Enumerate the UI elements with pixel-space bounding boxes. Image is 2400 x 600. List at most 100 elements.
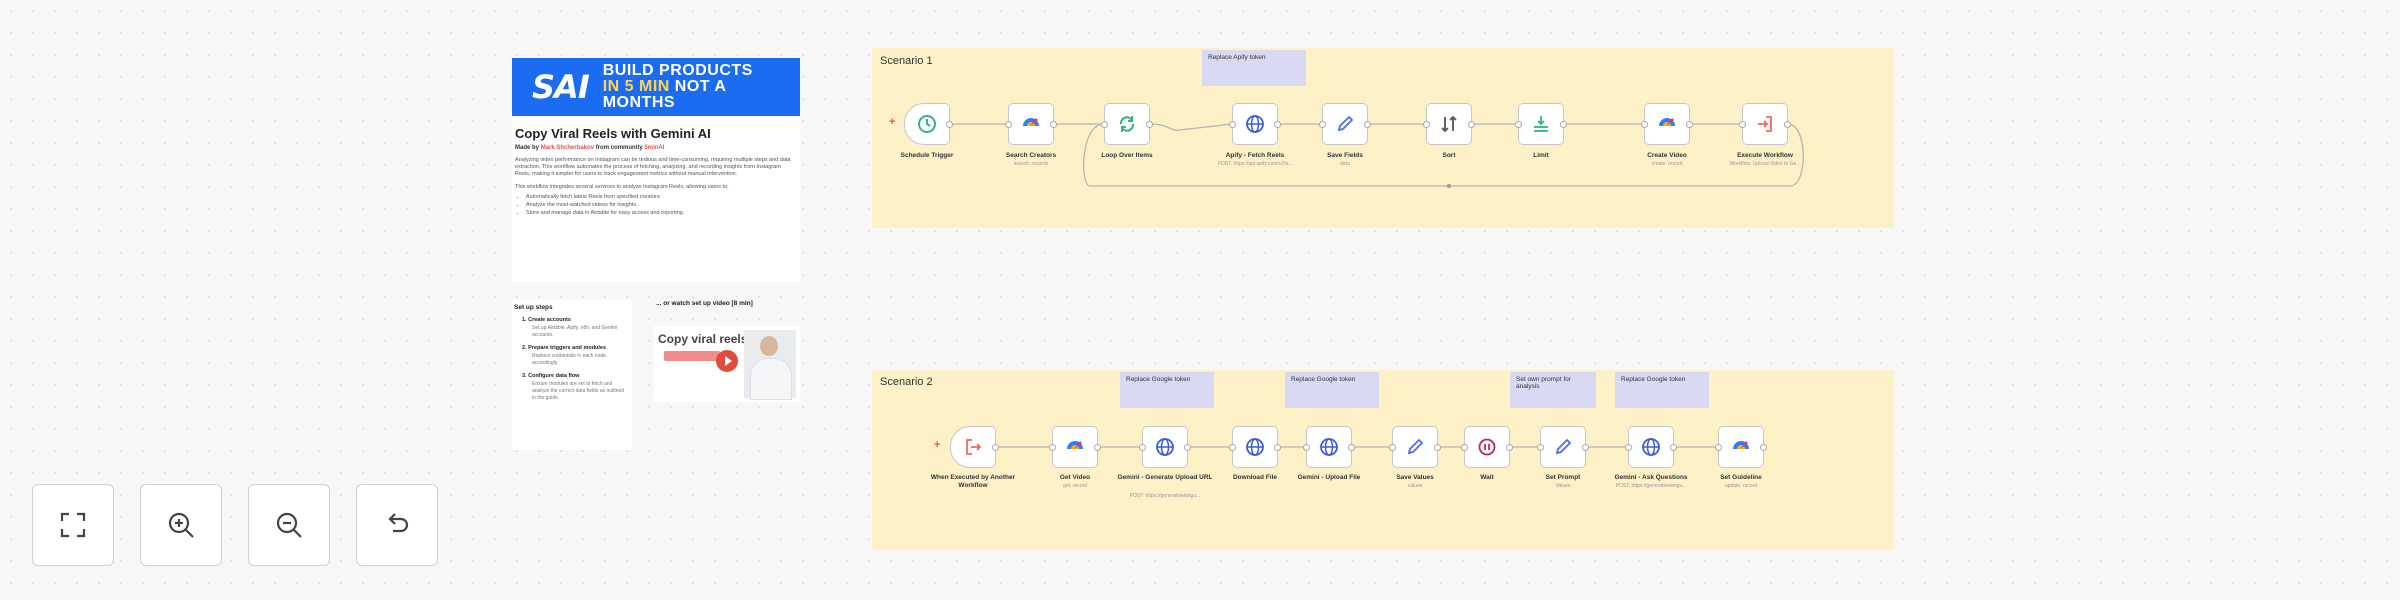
node-subtitle: create: record [1651, 161, 1683, 167]
node-label: Execute Workflow [1737, 152, 1793, 159]
node-label: Save Fields [1327, 152, 1363, 159]
node-when-executed[interactable] [950, 426, 999, 468]
node-search-creators[interactable] [1005, 103, 1057, 145]
promo-banner: SAI BUILD PRODUCTS IN 5 MIN NOT A MONTHS [512, 58, 800, 116]
node-label: Wait [1480, 474, 1494, 481]
undo-icon [388, 513, 409, 533]
sticky-note[interactable]: Replace Google token [1285, 372, 1379, 408]
globe-icon [1246, 115, 1264, 133]
node-subtitle: POST: https://generativelangu... [1615, 483, 1687, 489]
scenario-2-label: Scenario 2 [880, 376, 933, 388]
pencil-icon [1337, 115, 1354, 132]
node-label: When Executed by Another Workflow [930, 474, 1016, 489]
sticky-note[interactable]: Replace Apify token [1202, 50, 1306, 86]
node-label: Set Prompt [1545, 474, 1581, 481]
node-label: Loop Over Items [1101, 152, 1153, 159]
video-thumb-tag [664, 351, 720, 361]
clock-icon [918, 115, 936, 133]
node-subtitle: data [1340, 161, 1350, 167]
airtable-icon [1733, 441, 1749, 449]
list-item: Automatically fetch latest Reels from sp… [526, 193, 800, 201]
setup-step-desc: Set up Airtable, Apify, n8n, and Gemini … [532, 325, 618, 338]
node-save-fields[interactable] [1319, 103, 1371, 145]
sai-logo: SAI [532, 68, 590, 106]
sticky-note[interactable]: Replace Google token [1120, 372, 1214, 408]
node-subtitle: values [1407, 483, 1423, 489]
node-label: Create Video [1647, 152, 1687, 159]
setup-steps-note[interactable]: Set up steps 1. Create accounts Set up A… [512, 300, 632, 450]
globe-icon [1156, 438, 1174, 456]
node-loop-over-items[interactable] [1101, 103, 1153, 145]
node-apify-fetch-reels[interactable] [1229, 103, 1281, 145]
node-label: Save Values [1396, 474, 1434, 481]
globe-icon [1642, 438, 1660, 456]
setup-step-desc: Ensure modules are set to fetch and anal… [532, 381, 624, 401]
sticky-note[interactable]: Set own prompt for analysis [1510, 372, 1596, 408]
note-author-line: Made by Mark Shcherbakov from community … [515, 145, 665, 151]
node-gemini-generate-upload-url[interactable] [1139, 426, 1191, 468]
node-subtitle: search: records [1013, 161, 1049, 167]
add-trigger-icon[interactable]: + [889, 116, 896, 128]
node-label: Sort [1442, 152, 1456, 159]
author-link[interactable]: Mark Shcherbakov [540, 145, 595, 151]
node-schedule-trigger[interactable] [904, 103, 953, 145]
node-wait[interactable] [1461, 426, 1513, 468]
video-heading: ... or watch set up video [8 min] [656, 300, 753, 307]
node-gemini-upload-file[interactable] [1303, 426, 1355, 468]
node-subtitle: POST: https://generativelangu... [1129, 493, 1201, 499]
node-subtitle: Workflow: Upload Video to Ge... [1729, 161, 1801, 167]
zoom-in-icon [168, 512, 194, 538]
node-limit[interactable] [1515, 103, 1567, 145]
note-bullets: Automatically fetch latest Reels from sp… [526, 193, 800, 217]
node-label: Gemini - Upload File [1297, 474, 1361, 481]
node-label: Gemini - Generate Upload URL [1117, 474, 1213, 481]
node-subtitle: update: record [1724, 483, 1758, 489]
info-note[interactable]: SAI BUILD PRODUCTS IN 5 MIN NOT A MONTHS… [512, 58, 800, 282]
node-sort[interactable] [1423, 103, 1475, 145]
node-label: Search Creators [1005, 152, 1057, 159]
globe-icon [1246, 438, 1264, 456]
sticky-note[interactable]: Replace Google token [1615, 372, 1709, 408]
setup-step-desc: Replace credentials in each node accordi… [532, 353, 606, 366]
add-trigger-icon[interactable]: + [934, 439, 941, 451]
loop-icon [1119, 116, 1135, 132]
pencil-icon [1555, 438, 1572, 455]
setup-video-thumbnail[interactable]: Copy viral reels [654, 326, 800, 402]
node-label: Download File [1232, 474, 1278, 481]
zoom-out-icon [276, 512, 302, 538]
banner-slogan: BUILD PRODUCTS IN 5 MIN NOT A MONTHS [602, 62, 753, 111]
node-download-file[interactable] [1229, 426, 1281, 468]
node-label: Limit [1533, 152, 1549, 159]
zoom-in-button[interactable] [140, 484, 222, 566]
globe-icon [1320, 438, 1338, 456]
node-create-video[interactable] [1641, 103, 1693, 145]
node-get-video[interactable] [1049, 426, 1101, 468]
video-thumb-title: Copy viral reels [658, 332, 748, 346]
pause-icon [1478, 438, 1496, 456]
zoom-out-button[interactable] [248, 484, 330, 566]
undo-button[interactable] [356, 484, 438, 566]
fit-view-icon [60, 512, 86, 538]
pencil-icon [1407, 438, 1424, 455]
fit-view-button[interactable] [32, 484, 114, 566]
play-icon[interactable] [716, 350, 738, 372]
node-label: Get Video [1059, 474, 1091, 481]
note-description: Analyzing video performance on Instagram… [515, 157, 791, 177]
airtable-icon [1067, 441, 1083, 449]
node-set-prompt[interactable] [1537, 426, 1589, 468]
node-subtitle: POST: https://api.apify.com/v2/a... [1217, 161, 1293, 167]
sign-out-icon [966, 439, 982, 455]
node-save-values[interactable] [1389, 426, 1441, 468]
scenario-1-label: Scenario 1 [880, 55, 933, 67]
setup-step-label: 1. Create accounts [522, 317, 571, 323]
presenter-image [744, 330, 796, 400]
community-link[interactable]: 5minAI [644, 145, 665, 151]
airtable-icon [1023, 118, 1039, 126]
limit-icon [1534, 116, 1548, 132]
node-subtitle: Values [1555, 483, 1571, 489]
sign-in-icon [1758, 116, 1772, 132]
node-gemini-ask-questions[interactable] [1625, 426, 1677, 468]
node-execute-workflow[interactable] [1739, 103, 1791, 145]
node-set-guideline[interactable] [1715, 426, 1767, 468]
